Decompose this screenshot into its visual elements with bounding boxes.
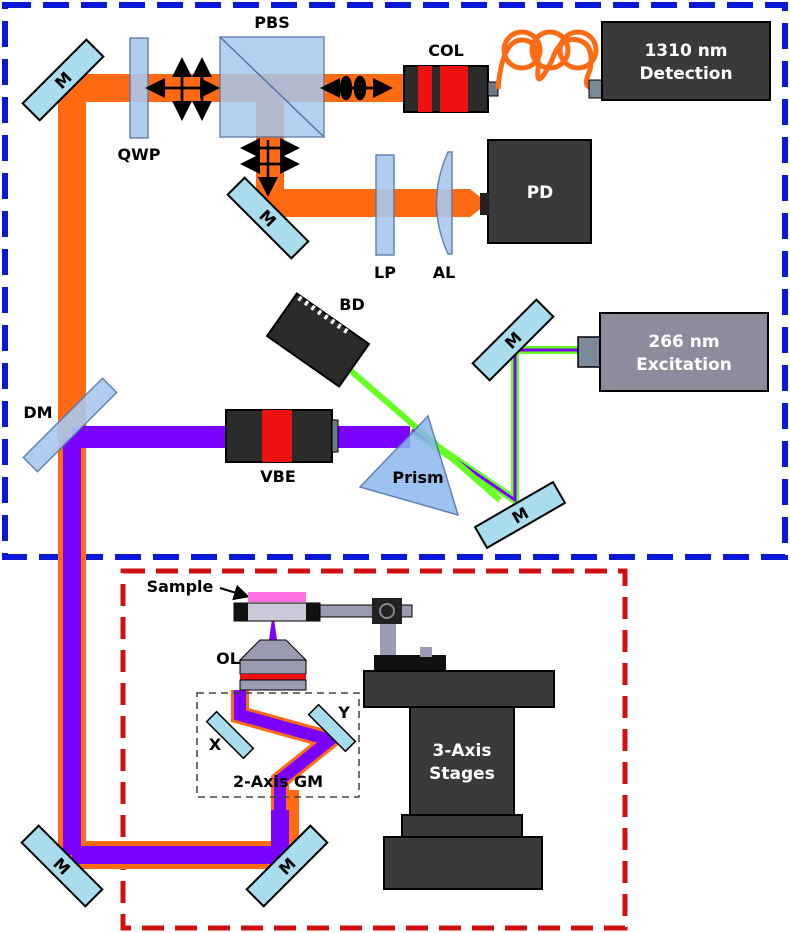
pbs-diagonal — [219, 36, 325, 138]
objective-lens — [238, 639, 308, 691]
uv-beam-bottom — [72, 810, 289, 864]
qwp-plate — [129, 37, 149, 139]
aspheric-lens — [435, 151, 453, 255]
ol-label: OL — [216, 649, 240, 668]
mirror-bottom-left: M — [20, 824, 104, 908]
excitation-connector — [577, 336, 603, 368]
mirror-top-left: M — [21, 38, 105, 122]
mirror-pbs-down: M — [226, 176, 310, 260]
gm-label: 2-Axis GM — [233, 772, 323, 791]
col-label: COL — [428, 41, 464, 60]
holder-clamp-right — [306, 603, 320, 621]
lp-label: LP — [374, 263, 396, 282]
prism-label: Prism — [392, 468, 443, 487]
sample-label: Sample — [147, 577, 214, 596]
focus-cone — [470, 189, 488, 217]
arm-mount — [372, 598, 402, 624]
mirror-excitation-top: M — [471, 298, 555, 382]
vbe-label: VBE — [260, 467, 296, 486]
pd-label: PD — [527, 183, 554, 203]
gm-mirror-y — [307, 703, 357, 753]
arm-post — [380, 624, 396, 656]
mirror-bottom-center: M — [245, 824, 329, 908]
polarization-markers — [145, 57, 393, 197]
beam-dump — [265, 292, 371, 388]
dichroic-mirror — [22, 377, 118, 473]
excitation-label-1: 266 nm — [648, 332, 719, 352]
al-label: AL — [433, 263, 456, 282]
stage-top-plate — [374, 655, 446, 671]
blue-enclosure-border — [2, 2, 788, 560]
gm-y-label: Y — [337, 703, 350, 722]
pd-box — [487, 139, 592, 244]
holder-clamp-left — [234, 603, 248, 621]
stages-label-2: Stages — [429, 764, 495, 784]
nir-beam-bottom — [72, 790, 299, 869]
ol-beam-cone — [269, 612, 277, 640]
detection-label-2: Detection — [639, 64, 732, 84]
qwp-label: QWP — [118, 145, 161, 164]
three-axis-stages — [363, 670, 555, 890]
pd-window — [480, 193, 489, 215]
excitation-label-2: Excitation — [636, 355, 732, 375]
excitation-box — [599, 312, 769, 392]
sample — [248, 592, 306, 602]
collimator — [403, 65, 499, 113]
gm-beam-up-core — [234, 690, 343, 810]
sample-pointer — [219, 584, 250, 601]
stage-top-knob — [420, 647, 432, 657]
bd-label: BD — [339, 295, 364, 314]
lp-filter — [375, 154, 395, 256]
gm-box — [196, 692, 360, 798]
gm-x-label: X — [209, 735, 222, 754]
detection-connector — [588, 79, 603, 99]
detection-box — [601, 21, 771, 101]
mirrors: M M M M M M — [20, 38, 567, 908]
vbe-expander — [225, 409, 339, 463]
arm-knob — [379, 603, 395, 619]
gm-mirror-x — [205, 710, 255, 760]
pbs-label: PBS — [254, 13, 289, 32]
stages-label-1: 3-Axis — [433, 741, 492, 761]
fiber-coil — [495, 29, 599, 90]
red-enclosure-border — [120, 568, 628, 931]
mirror-excitation-bottom: M — [473, 480, 567, 550]
prism — [358, 414, 460, 517]
detection-label-1: 1310 nm — [644, 41, 727, 61]
dm-label: DM — [23, 403, 52, 422]
